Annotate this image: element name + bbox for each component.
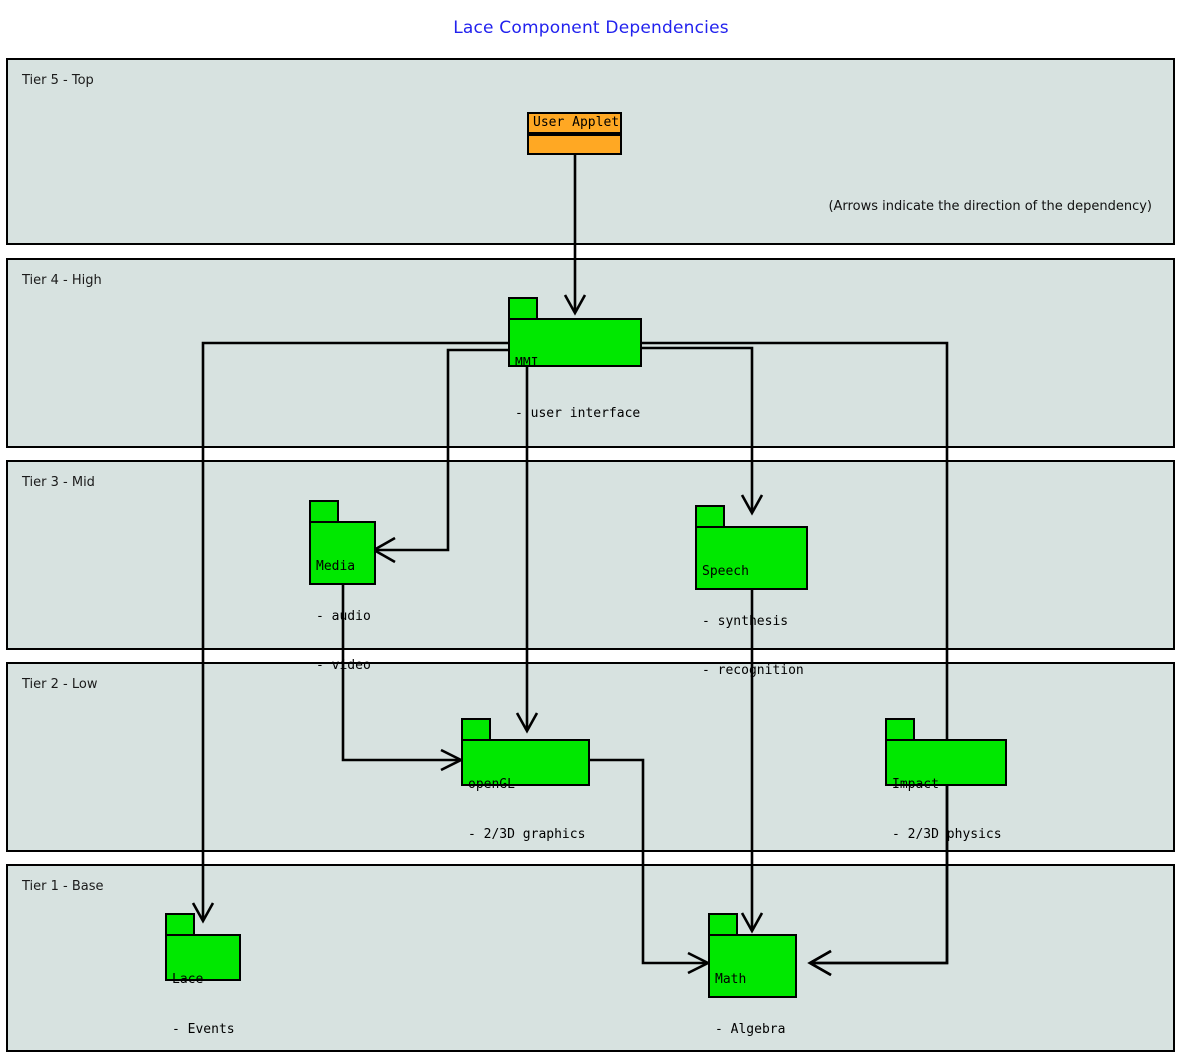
media-title: Media	[316, 559, 356, 574]
tier-label-2: Tier 2 - Low	[22, 677, 98, 692]
opengl-package-tab	[461, 718, 491, 741]
speech-detail-2: - recognition	[702, 663, 804, 678]
opengl-body: openGL - 2/3D graphics	[461, 739, 590, 842]
lace-detail-1: - Events	[172, 1021, 235, 1037]
math-package-tab	[708, 913, 738, 936]
math-title: Math	[715, 972, 747, 987]
tier-label-4: Tier 4 - High	[22, 273, 102, 288]
component-user-applet[interactable]: User Applet	[527, 112, 622, 155]
impact-detail-1: - 2/3D physics	[892, 826, 1002, 842]
legend-note: (Arrows indicate the direction of the de…	[828, 199, 1152, 214]
lace-package-tab	[165, 913, 195, 936]
lace-title: Lace	[172, 972, 204, 987]
media-package-tab	[309, 500, 339, 523]
tier-label-3: Tier 3 - Mid	[22, 475, 95, 490]
tier-label-5: Tier 5 - Top	[22, 73, 94, 88]
media-body: Media - audio - video	[309, 521, 376, 673]
opengl-title: openGL	[468, 777, 515, 792]
component-media[interactable]: Media - audio - video	[309, 500, 376, 673]
component-impact[interactable]: Impact - 2/3D physics	[885, 718, 1007, 842]
opengl-detail-1: - 2/3D graphics	[468, 826, 586, 842]
mmi-body: MMI - user interface	[508, 318, 642, 421]
lace-body: Lace - Events	[165, 934, 241, 1037]
impact-title: Impact	[892, 777, 939, 792]
speech-package-tab	[695, 505, 725, 528]
component-speech[interactable]: Speech - synthesis - recognition	[695, 505, 808, 678]
page-title: Lace Component Dependencies	[453, 18, 729, 38]
component-opengl[interactable]: openGL - 2/3D graphics	[461, 718, 590, 842]
media-detail-2: - video	[316, 658, 371, 673]
math-body: Math - Algebra - Geometry	[708, 934, 797, 1037]
tier-band-4: Tier 4 - High	[6, 258, 1175, 448]
speech-title: Speech	[702, 564, 749, 579]
tier-label-1: Tier 1 - Base	[22, 879, 104, 894]
mmi-title: MMI	[515, 356, 539, 371]
math-detail-1: - Algebra	[715, 1021, 786, 1037]
mmi-detail-1: - user interface	[515, 405, 641, 421]
user-applet-body	[527, 134, 622, 155]
component-lace[interactable]: Lace - Events	[165, 913, 241, 1037]
tier-band-3: Tier 3 - Mid	[6, 460, 1175, 650]
media-detail-1: - audio	[316, 608, 371, 624]
user-applet-label: User Applet	[527, 112, 622, 134]
speech-detail-1: - synthesis	[702, 613, 789, 629]
mmi-package-tab	[508, 297, 538, 320]
speech-body: Speech - synthesis - recognition	[695, 526, 808, 678]
component-math[interactable]: Math - Algebra - Geometry	[708, 913, 797, 1037]
impact-body: Impact - 2/3D physics	[885, 739, 1007, 842]
component-mmi[interactable]: MMI - user interface	[508, 297, 642, 421]
impact-package-tab	[885, 718, 915, 741]
